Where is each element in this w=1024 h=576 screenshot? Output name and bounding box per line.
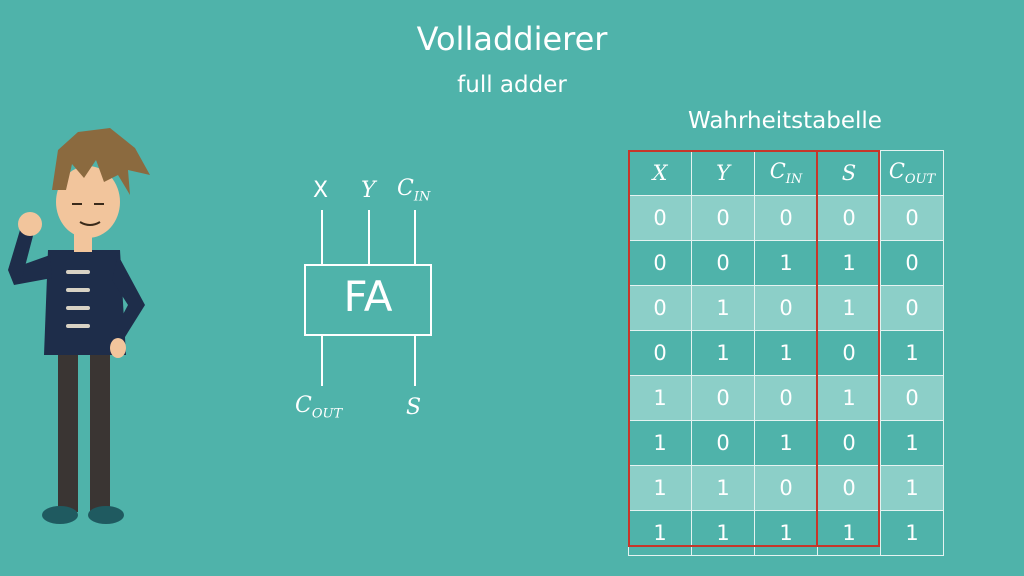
cell: 0 (817, 330, 881, 376)
cell: 0 (880, 375, 944, 421)
input-cin-main: C (397, 176, 414, 201)
truth-table-title: Wahrheitstabelle (688, 108, 882, 134)
input-y-label: Y (361, 178, 376, 203)
fa-block-label: FA (343, 272, 393, 321)
output-s-label: S (406, 395, 422, 420)
cell: 1 (817, 375, 881, 421)
cell: 1 (880, 510, 944, 556)
cell: 1 (628, 420, 692, 466)
cell: 0 (691, 420, 755, 466)
cell: 1 (691, 510, 755, 556)
input-x-label: X (313, 178, 329, 203)
input-cin-sub: IN (413, 189, 431, 205)
cell: 0 (817, 195, 881, 241)
table-row: 0 0 1 1 0 (628, 240, 944, 286)
cell: 0 (754, 285, 818, 331)
header-x: X (628, 150, 692, 196)
cell: 1 (754, 510, 818, 556)
cell: 1 (754, 420, 818, 466)
cell: 0 (754, 195, 818, 241)
cell: 0 (880, 285, 944, 331)
cell: 1 (817, 285, 881, 331)
table-row: 1 1 0 0 1 (628, 465, 944, 511)
header-cout: COUT (880, 150, 944, 196)
cell: 0 (628, 285, 692, 331)
table-row: 1 1 1 1 1 (628, 510, 944, 556)
cell: 1 (691, 465, 755, 511)
cell: 0 (628, 195, 692, 241)
cell: 0 (880, 195, 944, 241)
cell: 1 (628, 510, 692, 556)
truth-table-header-row: X Y CIN S COUT (628, 150, 944, 196)
page-title: Volladdierer (416, 20, 608, 58)
table-row: 0 0 0 0 0 (628, 195, 944, 241)
cell: 1 (754, 330, 818, 376)
table-row: 0 1 1 0 1 (628, 330, 944, 376)
cell: 0 (754, 375, 818, 421)
input-cin-label: CIN (397, 176, 430, 204)
page-subtitle: full adder (457, 72, 567, 98)
output-cout-main: C (295, 393, 312, 418)
cell: 1 (754, 240, 818, 286)
cell: 1 (880, 420, 944, 466)
cell: 1 (817, 240, 881, 286)
character-illustration (8, 128, 150, 524)
cell: 1 (691, 285, 755, 331)
table-row: 0 1 0 1 0 (628, 285, 944, 331)
table-row: 1 0 0 1 0 (628, 375, 944, 421)
cell: 1 (628, 465, 692, 511)
cell: 0 (691, 240, 755, 286)
fa-block (304, 264, 432, 336)
cell: 1 (628, 375, 692, 421)
output-cout-label: COUT (295, 393, 342, 421)
cell: 1 (691, 330, 755, 376)
cell: 1 (880, 330, 944, 376)
cell: 1 (880, 465, 944, 511)
cell: 1 (817, 510, 881, 556)
truth-table: X Y CIN S COUT 0 0 0 0 0 0 0 1 1 0 0 1 0… (628, 150, 944, 556)
cell: 0 (628, 330, 692, 376)
header-cin: CIN (754, 150, 818, 196)
output-cout-sub: OUT (311, 406, 343, 422)
cell: 0 (880, 240, 944, 286)
cell: 0 (817, 420, 881, 466)
cell: 0 (817, 465, 881, 511)
table-row: 1 0 1 0 1 (628, 420, 944, 466)
cell: 0 (628, 240, 692, 286)
cell: 0 (691, 195, 755, 241)
header-s: S (817, 150, 881, 196)
cell: 0 (691, 375, 755, 421)
cell: 0 (754, 465, 818, 511)
header-y: Y (691, 150, 755, 196)
